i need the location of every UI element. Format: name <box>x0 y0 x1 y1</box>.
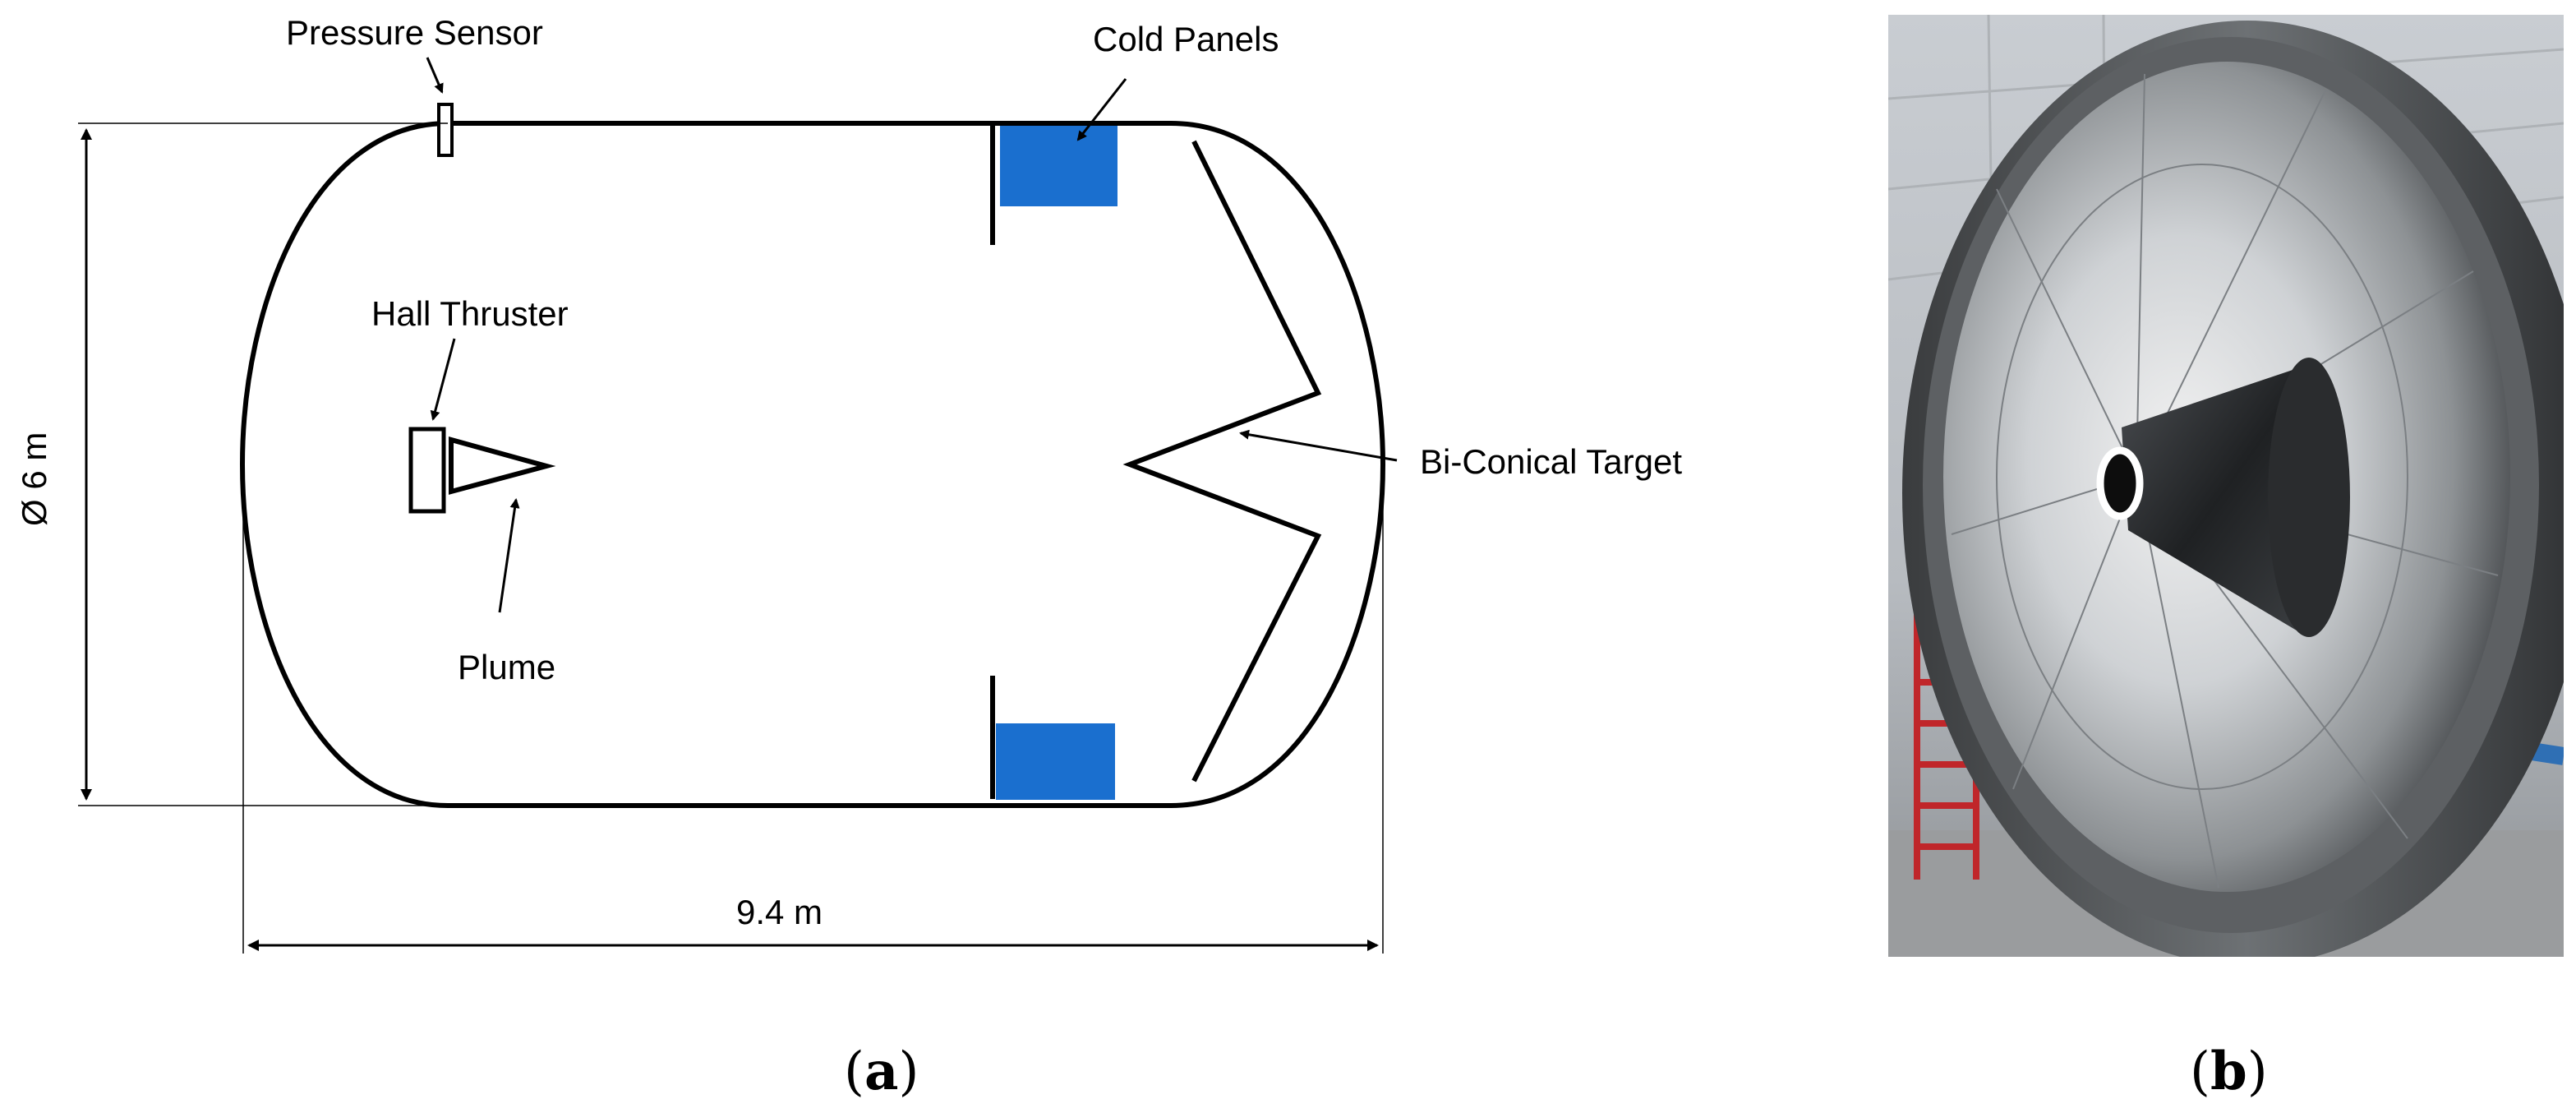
caption-b: (b) <box>2190 1041 2268 1102</box>
hall-thruster-leader <box>430 338 456 421</box>
plume-leader <box>498 498 520 613</box>
plume <box>449 436 556 495</box>
caption-a: (a) <box>844 1041 919 1102</box>
length-label: 9.4 m <box>736 893 823 931</box>
hall-thruster <box>408 427 446 514</box>
pressure-sensor <box>437 103 454 157</box>
pressure-sensor-label: Pressure Sensor <box>286 13 543 52</box>
bi-conical-target <box>1122 140 1322 783</box>
cold-panels-leader <box>1076 78 1127 141</box>
pressure-sensor-leader <box>426 57 444 94</box>
plume-label: Plume <box>458 648 555 686</box>
hall-thruster-label: Hall Thruster <box>371 294 569 333</box>
bi-conical-target-label: Bi-Conical Target <box>1420 442 1682 481</box>
photo-cone-tip-ring <box>2096 446 2144 520</box>
photo-cone-base <box>2268 358 2350 637</box>
cold-panels-label: Cold Panels <box>1093 20 1279 58</box>
cold-panel-bottom <box>996 723 1115 800</box>
diameter-label: Ø 6 m <box>15 432 53 526</box>
chamber-photograph <box>1888 15 2564 957</box>
cold-panel-top <box>1000 126 1117 206</box>
bi-conical-target-leader <box>1239 429 1398 462</box>
photo-cone <box>2122 362 2317 633</box>
chamber-schematic: Pressure Sensor Cold Panels Hall Thruste… <box>15 13 1682 1102</box>
vacuum-chamber-outline <box>239 121 1386 808</box>
